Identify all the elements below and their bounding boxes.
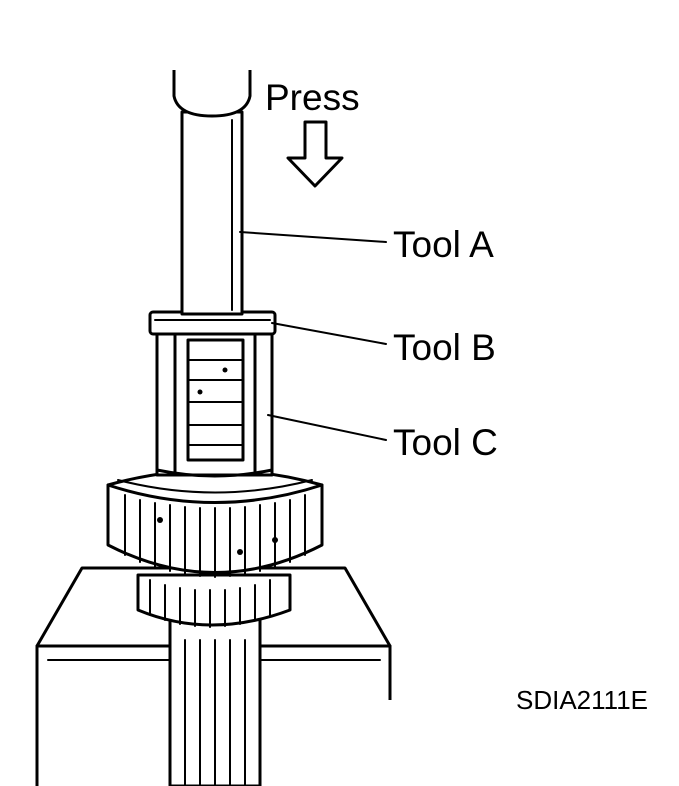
tool-b-label: Tool B [393,327,496,368]
tool-c-sleeve [155,326,274,478]
tool-a-label: Tool A [393,224,494,265]
tool-a-rod [172,70,252,316]
tool-c-label: Tool C [393,422,498,463]
output-shaft [168,603,262,786]
lower-gear [136,573,292,628]
press-arrow [286,120,344,188]
main-gear [106,468,324,578]
figure-code: SDIA2111E [516,685,648,715]
leader-lines [239,231,387,441]
press-label: Press [265,77,360,118]
tool-b-plate [148,310,277,336]
